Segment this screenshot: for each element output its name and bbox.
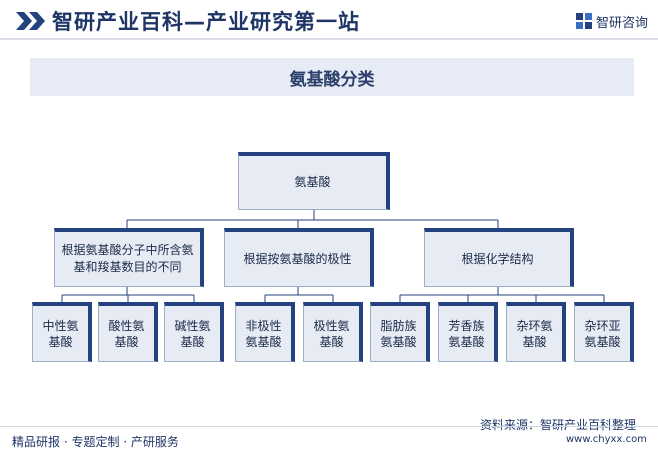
diagram-title: 氨基酸分类	[30, 58, 634, 96]
source-note: 资料来源：智研产业百科整理	[480, 418, 637, 432]
leaf-polar: 极性氨基酸	[303, 302, 363, 362]
leaf-nonpolar: 非极性氨基酸	[235, 302, 295, 362]
leaf-aliphatic: 脂肪族氨基酸	[370, 302, 430, 362]
node-root: 氨基酸	[238, 152, 390, 210]
leaf-acidic: 酸性氨基酸	[98, 302, 158, 362]
node-by-amino-carboxyl-count: 根据氨基酸分子中所含氨基和羧基数目的不同	[54, 228, 204, 287]
footer-divider	[0, 426, 658, 427]
footer-url: www.chyxx.com	[566, 434, 647, 445]
header-title: 智研产业百科—产业研究第一站	[52, 10, 360, 34]
header-brand: 智研咨询	[596, 16, 649, 31]
header-divider	[0, 38, 658, 40]
leaf-heterocyclic: 杂环氨基酸	[506, 302, 566, 362]
zhiyan-logo-icon	[576, 13, 592, 29]
leaf-neutral: 中性氨基酸	[32, 302, 92, 362]
double-chevron-icon	[16, 12, 45, 30]
leaf-aromatic: 芳香族氨基酸	[438, 302, 498, 362]
leaf-basic: 碱性氨基酸	[164, 302, 224, 362]
node-by-polarity: 根据按氨基酸的极性	[224, 228, 374, 287]
node-by-chemical-structure: 根据化学结构	[424, 228, 574, 287]
leaf-heterocyclic-imino: 杂环亚氨基酸	[574, 302, 634, 362]
footer-tagline: 精品研报 · 专题定制 · 产研服务	[12, 435, 179, 449]
